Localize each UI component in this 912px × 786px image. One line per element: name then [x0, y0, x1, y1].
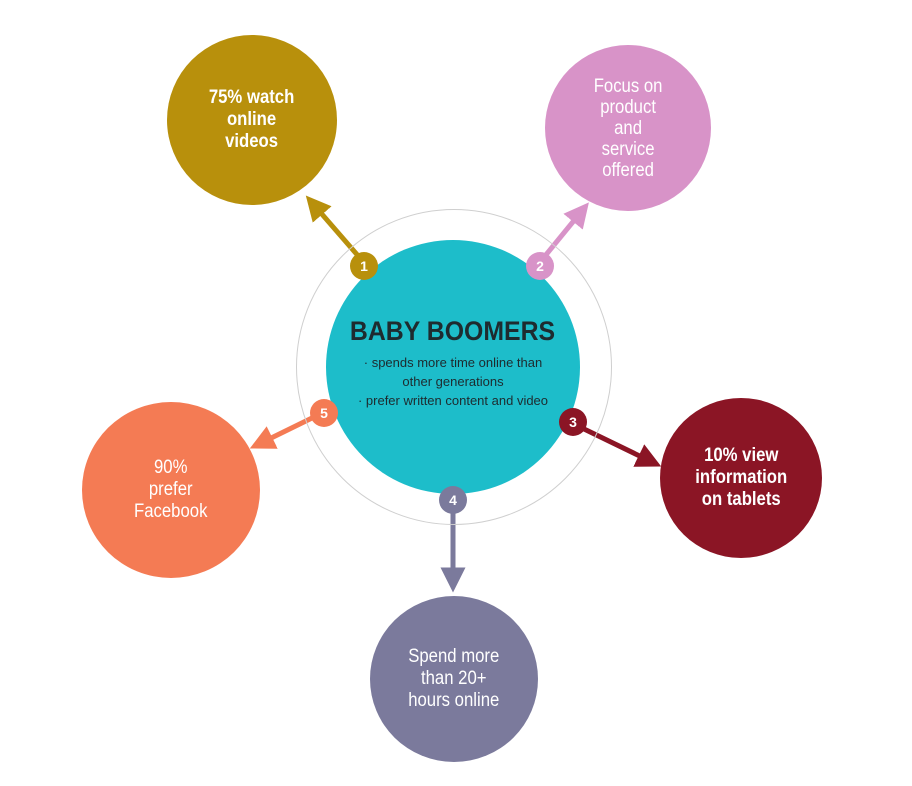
step-badge-5: 5: [310, 399, 338, 427]
step-badge-2: 2: [526, 252, 554, 280]
step-badge-3: 3: [559, 408, 587, 436]
node-label-1: 75% watch online videos: [209, 87, 295, 152]
node-label-4: Spend more than 20+ hours online: [408, 646, 500, 711]
node-label-3: 10% view information on tablets: [695, 445, 787, 510]
center-title: BABY BOOMERS: [350, 316, 556, 346]
node-circle-2: Focus on product and service offered: [545, 45, 711, 211]
node-label-2: Focus on product and service offered: [593, 75, 663, 181]
connector-arrow-5: [249, 415, 314, 449]
center-bullet-2: · prefer written content and video: [357, 393, 549, 408]
step-badge-4: 4: [439, 486, 467, 514]
node-label-5: 90% prefer Facebook: [134, 457, 208, 522]
node-circle-5: 90% prefer Facebook: [82, 402, 260, 578]
node-circle-4: Spend more than 20+ hours online: [370, 596, 538, 762]
center-outer-ring: [296, 209, 612, 525]
node-circle-3: 10% view information on tablets: [660, 398, 822, 558]
node-circle-1: 75% watch online videos: [167, 35, 337, 205]
step-badge-1: 1: [350, 252, 378, 280]
center-bullet-list: · spends more time online than other gen…: [353, 353, 553, 410]
center-bullet-1: · spends more time online than other gen…: [363, 355, 543, 389]
center-circle: BABY BOOMERS · spends more time online t…: [326, 240, 580, 494]
